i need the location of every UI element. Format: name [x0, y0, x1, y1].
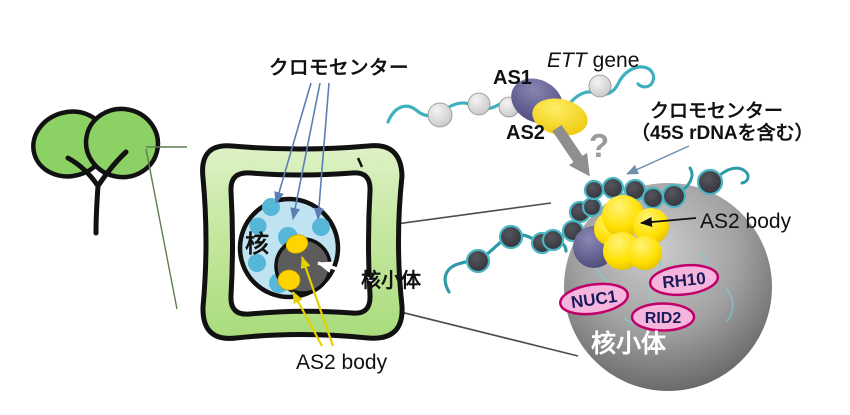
chromocenter-arrows [274, 82, 330, 220]
as2-protein [532, 98, 588, 136]
nucleolus-label-cell: 核小体 [361, 268, 422, 292]
nucleosome-beads [427, 74, 612, 128]
as2-body-label-cell: AS2 body [296, 351, 388, 374]
question-mark: ? [589, 127, 609, 164]
nucleolus-label-magnified: 核小体 [591, 329, 667, 358]
rid2-label: RID2 [645, 310, 682, 327]
chromocenter-45s-line1: クロモセンター [650, 100, 783, 122]
right-leaf [83, 106, 161, 180]
chromocenter-45s-leader [626, 145, 690, 175]
protein-oval-rh10: RH10 [648, 263, 720, 297]
plant-cell: 核 [200, 143, 405, 341]
magnified-nucleolus-view: NUC1 RH10 RID2 核小体 [443, 166, 792, 391]
recruitment-arrow [552, 124, 590, 177]
detached-beads-with-tails [661, 166, 750, 209]
as2-body-dots [277, 234, 309, 291]
chromocenter-45s-callout: クロモセンター （45S rDNAを含む） [626, 100, 814, 175]
rh10-label: RH10 [661, 269, 706, 292]
as2-label: AS2 [506, 122, 545, 144]
plant-stem [65, 149, 129, 236]
loose-strand-beads [465, 224, 554, 274]
as2-body-label-magnified: AS2 body [700, 210, 792, 233]
wall-tick-mark [356, 157, 364, 168]
plant-to-cell-leader-lines [145, 146, 187, 310]
protein-oval-rid2: RID2 [630, 302, 696, 332]
as2-body-cluster [594, 195, 669, 270]
as1-label: AS1 [493, 67, 532, 89]
nucleolus-pointer-arrow [317, 261, 376, 283]
plant-seedling [31, 106, 161, 236]
chromocenter-45s-line2: （45S rDNAを含む） [631, 121, 814, 144]
protein-oval-nuc1: NUC1 [559, 282, 629, 316]
chromocenter-label: クロモセンター [269, 57, 409, 79]
as2-body-pointer-arrow [640, 217, 697, 227]
nucleus-label: 核 [245, 230, 269, 258]
as2-body-arrows [292, 256, 335, 347]
chromatin-strand-right [569, 65, 656, 104]
